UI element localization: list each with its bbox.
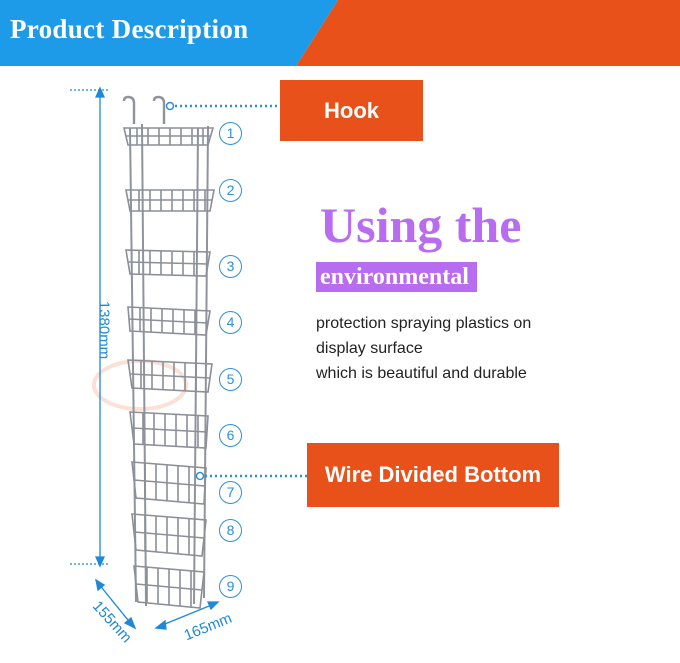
basket-2 [125,189,215,212]
tier-number-2: 2 [219,179,242,202]
height-dimension-line [70,86,108,568]
hook-callout: Hook [280,80,423,141]
tier-number-6: 6 [219,424,242,447]
basket-9 [133,565,205,609]
page-title: Product Description [10,14,249,44]
header-banner: Product Description [0,0,680,66]
headline-main: Using the [320,197,522,253]
description-line-2: display surface [316,340,423,357]
tier-number-7: 7 [219,481,242,504]
banner-shapes [0,0,680,66]
tier-number-1: 1 [219,122,242,145]
basket-5 [127,359,213,393]
wire-bottom-leader-line [195,471,307,481]
headline-sub: environmental [316,262,477,292]
wire-bottom-callout: Wire Divided Bottom [307,443,559,507]
basket-3 [125,249,211,277]
basket-6 [129,411,209,449]
banner-orange-shape [296,0,680,66]
basket-1 [122,127,215,146]
banner-blue-shape [0,0,338,66]
description-line-3: which is beautiful and durable [316,365,527,382]
rack-hooks [122,95,166,124]
description-line-1: protection spraying plastics on [316,315,532,332]
depth-dimension-line [95,578,137,630]
basket-8 [131,513,207,557]
hook-leader-line [165,101,280,111]
tier-number-5: 5 [219,368,242,391]
tier-number-9: 9 [219,575,242,598]
basket-4 [127,306,211,336]
tier-number-8: 8 [219,519,242,542]
rack-watermark [92,359,188,411]
rack-baskets [122,127,215,609]
width-dimension-line [154,601,220,630]
tier-number-3: 3 [219,255,242,278]
tier-number-4: 4 [219,311,242,334]
basket-7 [131,461,207,505]
height-dimension-label: 1380mm [95,300,113,360]
